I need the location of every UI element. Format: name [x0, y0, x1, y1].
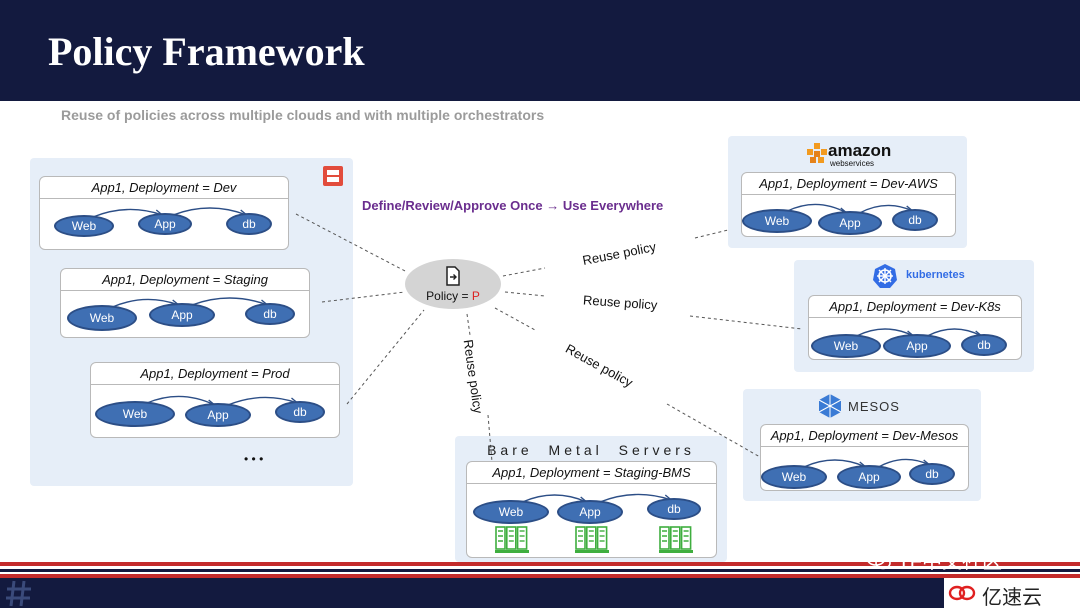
reuse-policy-label-mesos: Reuse policy	[563, 340, 636, 391]
footer-stripes	[0, 562, 1080, 578]
server-icon	[575, 526, 609, 553]
web-node: Web	[761, 465, 827, 489]
watermark-site-text: 亿速云	[982, 587, 1042, 609]
db-node: db	[892, 209, 938, 231]
policy-text: Policy =	[426, 289, 472, 303]
deployment-box-prod: App1, Deployment = Prod Web App db	[90, 362, 340, 438]
app-node: App	[138, 213, 192, 235]
web-node: Web	[54, 215, 114, 237]
deployment-label: App1, Deployment = Dev-K8s	[809, 296, 1021, 318]
deployment-label: App1, Deployment = Dev-AWS	[742, 173, 955, 195]
db-node: db	[275, 401, 325, 423]
ellipsis: • • •	[244, 452, 264, 466]
amazon-logo: amazon webservices	[806, 139, 896, 169]
amazon-sub-wordmark: webservices	[830, 159, 875, 168]
watermark-community-text: TF中文社区	[897, 551, 1002, 573]
mesos-logo: MESOS	[817, 393, 907, 419]
reuse-policy-label-aws: Reuse policy	[581, 239, 658, 268]
web-node: Web	[67, 305, 137, 331]
watermark-site: 亿速云	[944, 578, 1080, 609]
db-node: db	[245, 303, 295, 325]
deployment-label: App1, Deployment = Dev-Mesos	[761, 425, 968, 447]
amazon-wordmark: amazon	[828, 141, 892, 160]
flow-arrow	[172, 207, 247, 216]
deployment-label: App1, Deployment = Prod	[91, 363, 339, 385]
openstack-logo-icon	[323, 166, 343, 186]
db-node: db	[961, 334, 1007, 356]
app-node: App	[883, 334, 951, 358]
hash-logo-icon	[6, 580, 31, 607]
title-bar	[0, 0, 1080, 101]
mesos-wordmark: MESOS	[848, 399, 900, 414]
app-node: App	[557, 500, 623, 524]
web-node: Web	[742, 209, 812, 233]
watermark-community: TF中文社区	[866, 545, 1002, 574]
server-icon	[659, 526, 693, 553]
amazon-cubes-icon	[807, 143, 827, 163]
deployment-label: App1, Deployment = Staging	[61, 269, 309, 291]
db-node: db	[909, 463, 955, 485]
web-node: Web	[811, 334, 881, 358]
kubernetes-wheel-icon	[873, 264, 897, 288]
policy-value: P	[471, 289, 480, 303]
wechat-icon	[866, 549, 891, 569]
footer-bar	[0, 578, 1080, 608]
web-node: Web	[473, 500, 549, 524]
policy-document-icon	[446, 266, 460, 286]
site-logo-icon	[948, 585, 976, 601]
deployment-box-dev: App1, Deployment = Dev Web App db	[39, 176, 289, 250]
reuse-policy-label-k8s: Reuse policy	[582, 292, 658, 313]
deployment-box-bms: App1, Deployment = Staging-BMS Web App db	[466, 461, 717, 558]
server-icon	[495, 526, 529, 553]
slide-title: Policy Framework	[48, 29, 365, 74]
deployment-label: App1, Deployment = Dev	[40, 177, 288, 199]
flow-arrow	[787, 203, 848, 214]
slide-subtitle: Reuse of policies across multiple clouds…	[61, 107, 545, 123]
kubernetes-logo: kubernetes	[872, 263, 972, 289]
deployment-box-staging: App1, Deployment = Staging Web App db	[60, 268, 310, 338]
web-node: Web	[95, 401, 175, 427]
flow-arrow	[146, 395, 215, 406]
db-node: db	[647, 498, 701, 520]
app-node: App	[185, 403, 251, 427]
bare-metal-title: Bare Metal Servers	[487, 442, 695, 458]
policy-node: Policy = P	[405, 259, 501, 309]
db-node: db	[226, 213, 272, 235]
policy-label: Policy = P	[405, 289, 501, 303]
kubernetes-wordmark: kubernetes	[906, 269, 965, 281]
app-node: App	[837, 465, 901, 489]
reuse-policy-label-bms: Reuse policy	[460, 338, 486, 415]
deployment-label: App1, Deployment = Staging-BMS	[467, 462, 716, 484]
mesos-hex-icon	[818, 394, 842, 418]
app-node: App	[149, 303, 215, 327]
app-node: App	[818, 211, 882, 235]
define-once-text: Define/Review/Approve Once → Use Everywh…	[362, 198, 664, 213]
